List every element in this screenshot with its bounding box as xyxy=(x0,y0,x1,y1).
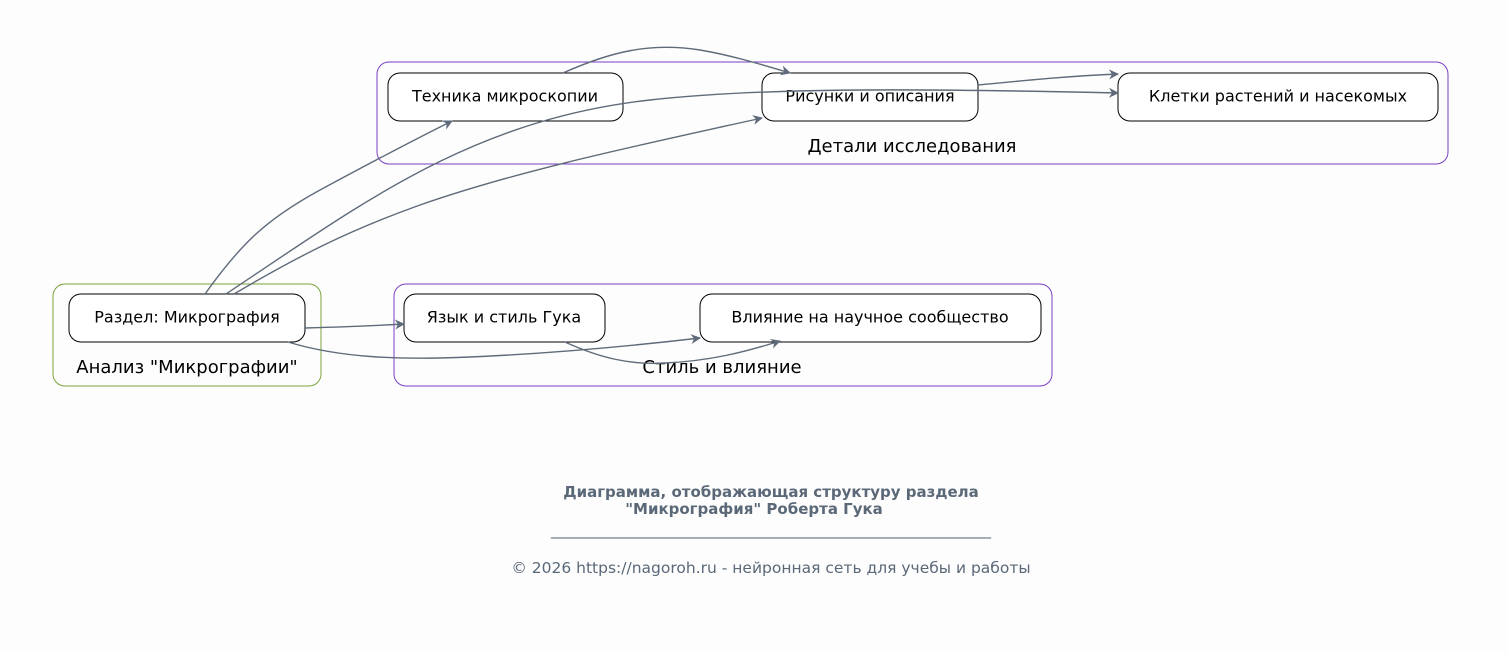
caption-separator: ________________________________________… xyxy=(550,521,992,540)
node-technique-label: Техника микроскопии xyxy=(411,87,598,106)
edge-section-technique xyxy=(204,120,453,295)
cluster-details: Детали исследования xyxy=(376,61,1449,165)
node-technique[interactable]: Техника микроскопии xyxy=(387,72,624,122)
footer-text: © 2026 https://nagoroh.ru - нейронная се… xyxy=(511,559,1030,577)
cluster-analysis-label: Анализ "Микрографии" xyxy=(76,357,297,378)
caption-line1: Диаграмма, отображающая структуру раздел… xyxy=(563,483,979,501)
edge-section-drawings xyxy=(233,115,763,295)
node-cells-label: Клетки растений и насекомых xyxy=(1149,87,1407,106)
node-drawings[interactable]: Рисунки и описания xyxy=(761,72,979,122)
node-cells[interactable]: Клетки растений и насекомых xyxy=(1117,72,1439,122)
node-drawings-label: Рисунки и описания xyxy=(785,87,954,106)
cluster-details-label: Детали исследования xyxy=(807,136,1016,157)
cluster-style-label: Стиль и влияние xyxy=(642,357,801,378)
node-language[interactable]: Язык и стиль Гука xyxy=(403,293,606,343)
edge-technique-drawings xyxy=(562,46,791,76)
node-influence-label: Влияние на научное сообщество xyxy=(731,308,1008,327)
edge-drawings-cells xyxy=(977,69,1119,86)
node-influence[interactable]: Влияние на научное сообщество xyxy=(699,293,1042,343)
node-language-label: Язык и стиль Гука xyxy=(427,308,581,327)
edge-section-influence xyxy=(287,334,701,359)
caption-line2: "Микрография" Роберта Гука xyxy=(625,500,883,518)
edge-language-influence xyxy=(564,338,781,365)
edge-section-cells xyxy=(225,87,1119,295)
node-section-label: Раздел: Микрография xyxy=(94,308,279,327)
cluster-analysis: Анализ "Микрографии" xyxy=(52,283,322,387)
edge-section-language xyxy=(304,319,405,330)
node-section[interactable]: Раздел: Микрография xyxy=(68,293,306,343)
